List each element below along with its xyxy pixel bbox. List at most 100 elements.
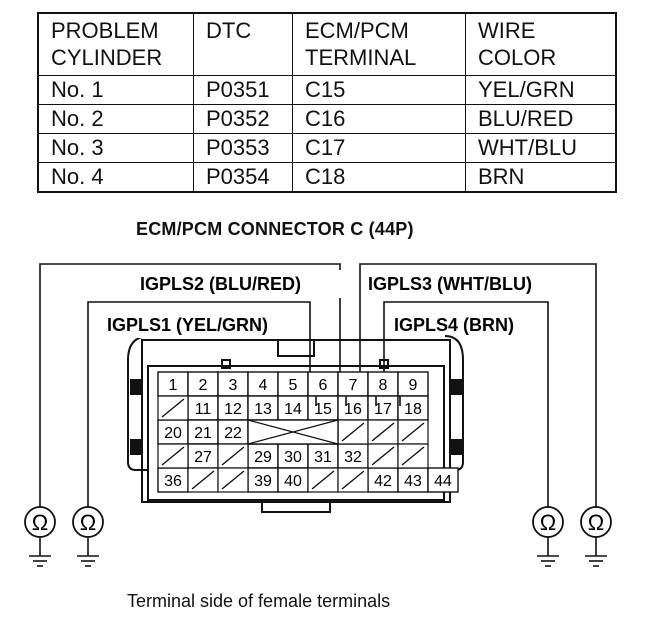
cell-dtc: P0351 xyxy=(193,75,293,105)
pin-16: 16 xyxy=(337,395,369,421)
pin-20: 20 xyxy=(157,419,189,445)
ground-icon xyxy=(29,537,51,567)
pin-42: 42 xyxy=(367,467,399,493)
pin-39: 39 xyxy=(247,467,279,493)
pin-label: 27 xyxy=(194,449,212,466)
pin-2: 2 xyxy=(187,371,219,397)
ohmmeter: Ω xyxy=(24,506,56,567)
blocked-cavity xyxy=(217,443,249,469)
ground-icon xyxy=(77,537,99,567)
connector-housing xyxy=(127,335,464,513)
crossed-block xyxy=(247,419,339,445)
blocked-cavity xyxy=(397,443,429,469)
ohmmeter: Ω xyxy=(532,506,564,567)
pin-label: 11 xyxy=(195,401,212,418)
pin-36: 36 xyxy=(157,467,189,493)
cell-cylinder: No. 4 xyxy=(37,162,194,193)
pin-label: 43 xyxy=(404,473,422,490)
pin-40: 40 xyxy=(277,467,309,493)
cell-cylinder: No. 2 xyxy=(37,104,194,134)
blocked-cavity xyxy=(217,467,249,493)
pin-label: 36 xyxy=(164,473,182,490)
cell-cylinder: No. 3 xyxy=(37,133,194,163)
cell-wire-color: YEL/GRN xyxy=(465,75,617,105)
pin-label: 6 xyxy=(319,377,328,394)
pin-label: 15 xyxy=(314,401,332,418)
pin-7: 7 xyxy=(337,371,369,397)
cell-wire-color: BRN xyxy=(465,162,617,193)
pin-6: 6 xyxy=(307,371,339,397)
wire-igpls2 xyxy=(39,263,341,508)
blocked-cavity xyxy=(367,419,399,445)
table-row: No. 2 P0352 C16 BLU/RED xyxy=(37,104,617,134)
pin-8: 8 xyxy=(367,371,399,397)
pin-label: 40 xyxy=(284,473,302,490)
blocked-cavity xyxy=(367,443,399,469)
pin-14: 14 xyxy=(277,395,309,421)
pin-1: 1 xyxy=(157,371,189,397)
blocked-cavity xyxy=(337,419,369,445)
pin-30: 30 xyxy=(277,443,309,469)
pin-17: 17 xyxy=(367,395,399,421)
cell-cylinder: No. 1 xyxy=(37,75,194,105)
pin-label: 12 xyxy=(224,401,242,418)
wiring xyxy=(39,263,597,508)
pin-label: 2 xyxy=(199,377,208,394)
pin-label: 44 xyxy=(434,473,452,490)
pin-label: 39 xyxy=(254,473,272,490)
figure-caption: Terminal side of female terminals xyxy=(127,591,391,611)
pin-43: 43 xyxy=(397,467,429,493)
ohmmeter: Ω xyxy=(580,506,612,567)
pin-label: 4 xyxy=(259,377,268,394)
pin-label: 30 xyxy=(284,449,302,466)
pin-13: 13 xyxy=(247,395,279,421)
pin-label: 17 xyxy=(374,401,392,418)
ohmmeter: Ω xyxy=(72,506,104,567)
cell-wire-color: WHT/BLU xyxy=(465,133,617,163)
pin-44: 44 xyxy=(427,467,459,493)
pin-label: 3 xyxy=(229,377,238,394)
cell-terminal: C18 xyxy=(292,162,466,193)
pin-9: 9 xyxy=(397,371,429,397)
pin-label: 32 xyxy=(344,449,362,466)
pin-18: 18 xyxy=(397,395,429,421)
pin-label: 1 xyxy=(169,377,178,394)
pin-label: 18 xyxy=(404,401,422,418)
cell-terminal: C17 xyxy=(292,133,466,163)
ground-icon xyxy=(585,537,607,567)
pin-22: 22 xyxy=(217,419,249,445)
pin-31: 31 xyxy=(307,443,339,469)
pin-29: 29 xyxy=(247,443,279,469)
pin-3: 3 xyxy=(217,371,249,397)
ground-icon xyxy=(537,537,559,567)
pin-11: 11 xyxy=(187,395,219,421)
cell-terminal: C16 xyxy=(292,104,466,134)
pin-label: 16 xyxy=(344,401,362,418)
pin-5: 5 xyxy=(277,371,309,397)
table-row: No. 1 P0351 C15 YEL/GRN xyxy=(37,75,617,105)
pin-label: 22 xyxy=(224,425,242,442)
cell-dtc: P0354 xyxy=(193,162,293,193)
pin-21: 21 xyxy=(187,419,219,445)
pin-label: 29 xyxy=(254,449,272,466)
pin-label: 31 xyxy=(314,449,332,466)
connector-title: ECM/PCM CONNECTOR C (44P) xyxy=(136,219,414,239)
pin-label: 42 xyxy=(374,473,392,490)
wire-igpls4 xyxy=(383,301,549,508)
blocked-cavity xyxy=(337,467,369,493)
blocked-cavity xyxy=(397,419,429,445)
label-igpls1: IGPLS1 (YEL/GRN) xyxy=(107,315,268,335)
label-igpls2: IGPLS2 (BLU/RED) xyxy=(140,274,301,294)
ohm-icon: Ω xyxy=(80,510,96,535)
pin-label: 5 xyxy=(289,377,298,394)
pin-15: 15 xyxy=(307,395,339,421)
blocked-cavity xyxy=(157,395,189,421)
pin-label: 14 xyxy=(284,401,302,418)
pin-4: 4 xyxy=(247,371,279,397)
